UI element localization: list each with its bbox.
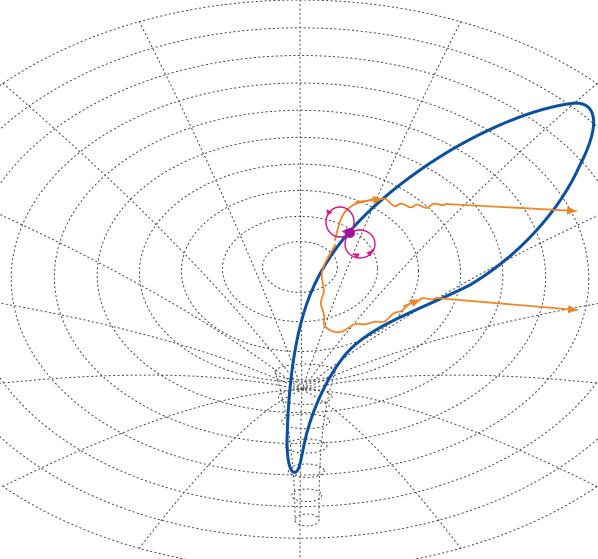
throat-ring (274, 363, 336, 381)
throat-ring (281, 413, 331, 430)
photon-lower-arrowhead-ray (403, 299, 421, 307)
grid-ring (96, 136, 504, 414)
grid-spoke (301, 389, 598, 487)
grid-spoke (299, 389, 303, 559)
grid-ring (0, 55, 598, 507)
photon-upper-ray (445, 203, 577, 215)
throat-wall-left (274, 371, 296, 521)
photon-upper-outgoing (381, 197, 447, 209)
photon-lower-wavy (320, 244, 413, 333)
field-arrow-4 (353, 253, 360, 259)
grid-spoke (301, 21, 462, 391)
photon-upper-arrowhead-ray (355, 196, 383, 205)
grid-spoke (0, 213, 303, 391)
grid-spoke (301, 389, 462, 549)
grid-spoke (301, 303, 598, 391)
field-arrow-3 (366, 250, 373, 257)
field-arrow-1 (326, 209, 333, 216)
throat-ring (277, 388, 333, 405)
grid-spoke (299, 0, 303, 391)
grid-spoke (138, 21, 303, 391)
field-loops (325, 206, 376, 259)
throat-ring (287, 463, 325, 478)
grid-ring (139, 163, 461, 383)
grid-spoke (2, 83, 303, 391)
field-loop-upper-left (325, 206, 355, 238)
grid-spoke (301, 214, 598, 391)
grid-ring (180, 190, 420, 352)
photon-lower-outgoing (419, 297, 437, 301)
throat-ring (294, 513, 320, 527)
photon-lower-ray (435, 297, 578, 314)
grid-spoke (301, 83, 598, 391)
grid-spoke (2, 389, 303, 487)
throat-wall-right (318, 371, 336, 521)
grid-ring (53, 109, 547, 445)
orbit-trajectory (285, 101, 596, 474)
grid-spoke (0, 302, 303, 391)
grid-ring (10, 82, 590, 476)
grid-spoke (301, 374, 598, 391)
field-loop-lower-right (344, 229, 376, 259)
source-point (345, 228, 355, 238)
photon-paths (320, 196, 578, 333)
grid-ring (262, 241, 338, 293)
throat-ring (284, 438, 328, 454)
grid-spoke (138, 389, 303, 549)
throat-ring (291, 488, 323, 503)
grid-spoke (0, 374, 303, 391)
gravity-well-throat (274, 363, 336, 527)
grid-ring (222, 215, 378, 323)
